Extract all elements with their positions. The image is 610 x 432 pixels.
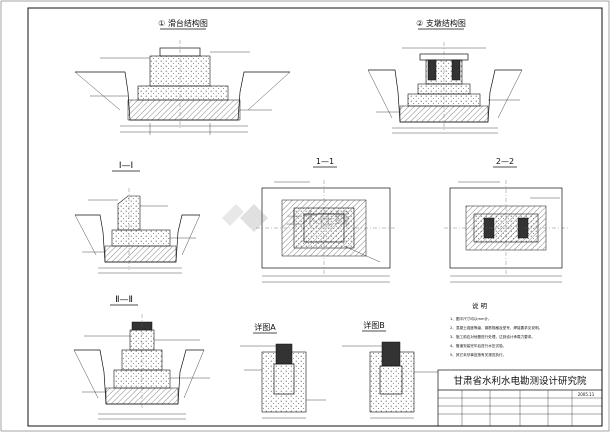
svg-text:土木在线: 土木在线 (286, 209, 350, 228)
detail-title-a: 详图A (254, 322, 276, 332)
notes-line: 2、混凝土强度等级、钢筋规格及型号、焊接要求见说明。 (450, 325, 542, 330)
watermark: 土木在线 (222, 204, 350, 232)
title-block: 甘肃省水利水电勘测设计研究院 2005.11 (437, 369, 603, 427)
section-title-c: 1—1 (316, 157, 334, 166)
view-section-1-1: Ⅰ—Ⅰ (74, 161, 201, 274)
notes-line: 5、其它未尽事宜按有关规范执行。 (450, 352, 506, 357)
notes-line: 3、施工前应对地基进行处理，达到设计承载力要求。 (450, 334, 535, 339)
section-title-1-1: Ⅰ—Ⅰ (119, 161, 133, 171)
view-section-d: 2—2 (444, 157, 568, 283)
inner-border (27, 7, 603, 427)
section-title-2-2: Ⅱ—Ⅱ (115, 295, 133, 305)
view-detail-b: 详图B (342, 320, 438, 419)
institute-name: 甘肃省水利水电勘测设计研究院 (453, 375, 587, 387)
notes: 说 明 1、图中尺寸均以mm计。 2、混凝土强度等级、钢筋规格及型号、焊接要求见… (450, 301, 542, 357)
view-section-c: 1—1 (256, 157, 396, 283)
view-pier-structure: ② 支墩结构图 (367, 18, 523, 134)
notes-line: 4、管道安装完毕后进行水压试验。 (450, 343, 506, 348)
notes-heading: 说 明 (472, 301, 488, 310)
notes-line: 1、图中尺寸均以mm计。 (450, 316, 492, 321)
section-title-d: 2—2 (496, 157, 514, 166)
view-section-2-2: Ⅱ—Ⅱ (73, 295, 210, 420)
detail-title-b: 详图B (363, 320, 385, 330)
view-title-1: ① 滑台结构图 (158, 18, 208, 28)
view-title-2: ② 支墩结构图 (416, 18, 466, 28)
view-sliding-platform: ① 滑台结构图 (74, 18, 291, 135)
view-detail-a: 详图A (240, 322, 326, 419)
date-value: 2005.11 (578, 392, 595, 397)
